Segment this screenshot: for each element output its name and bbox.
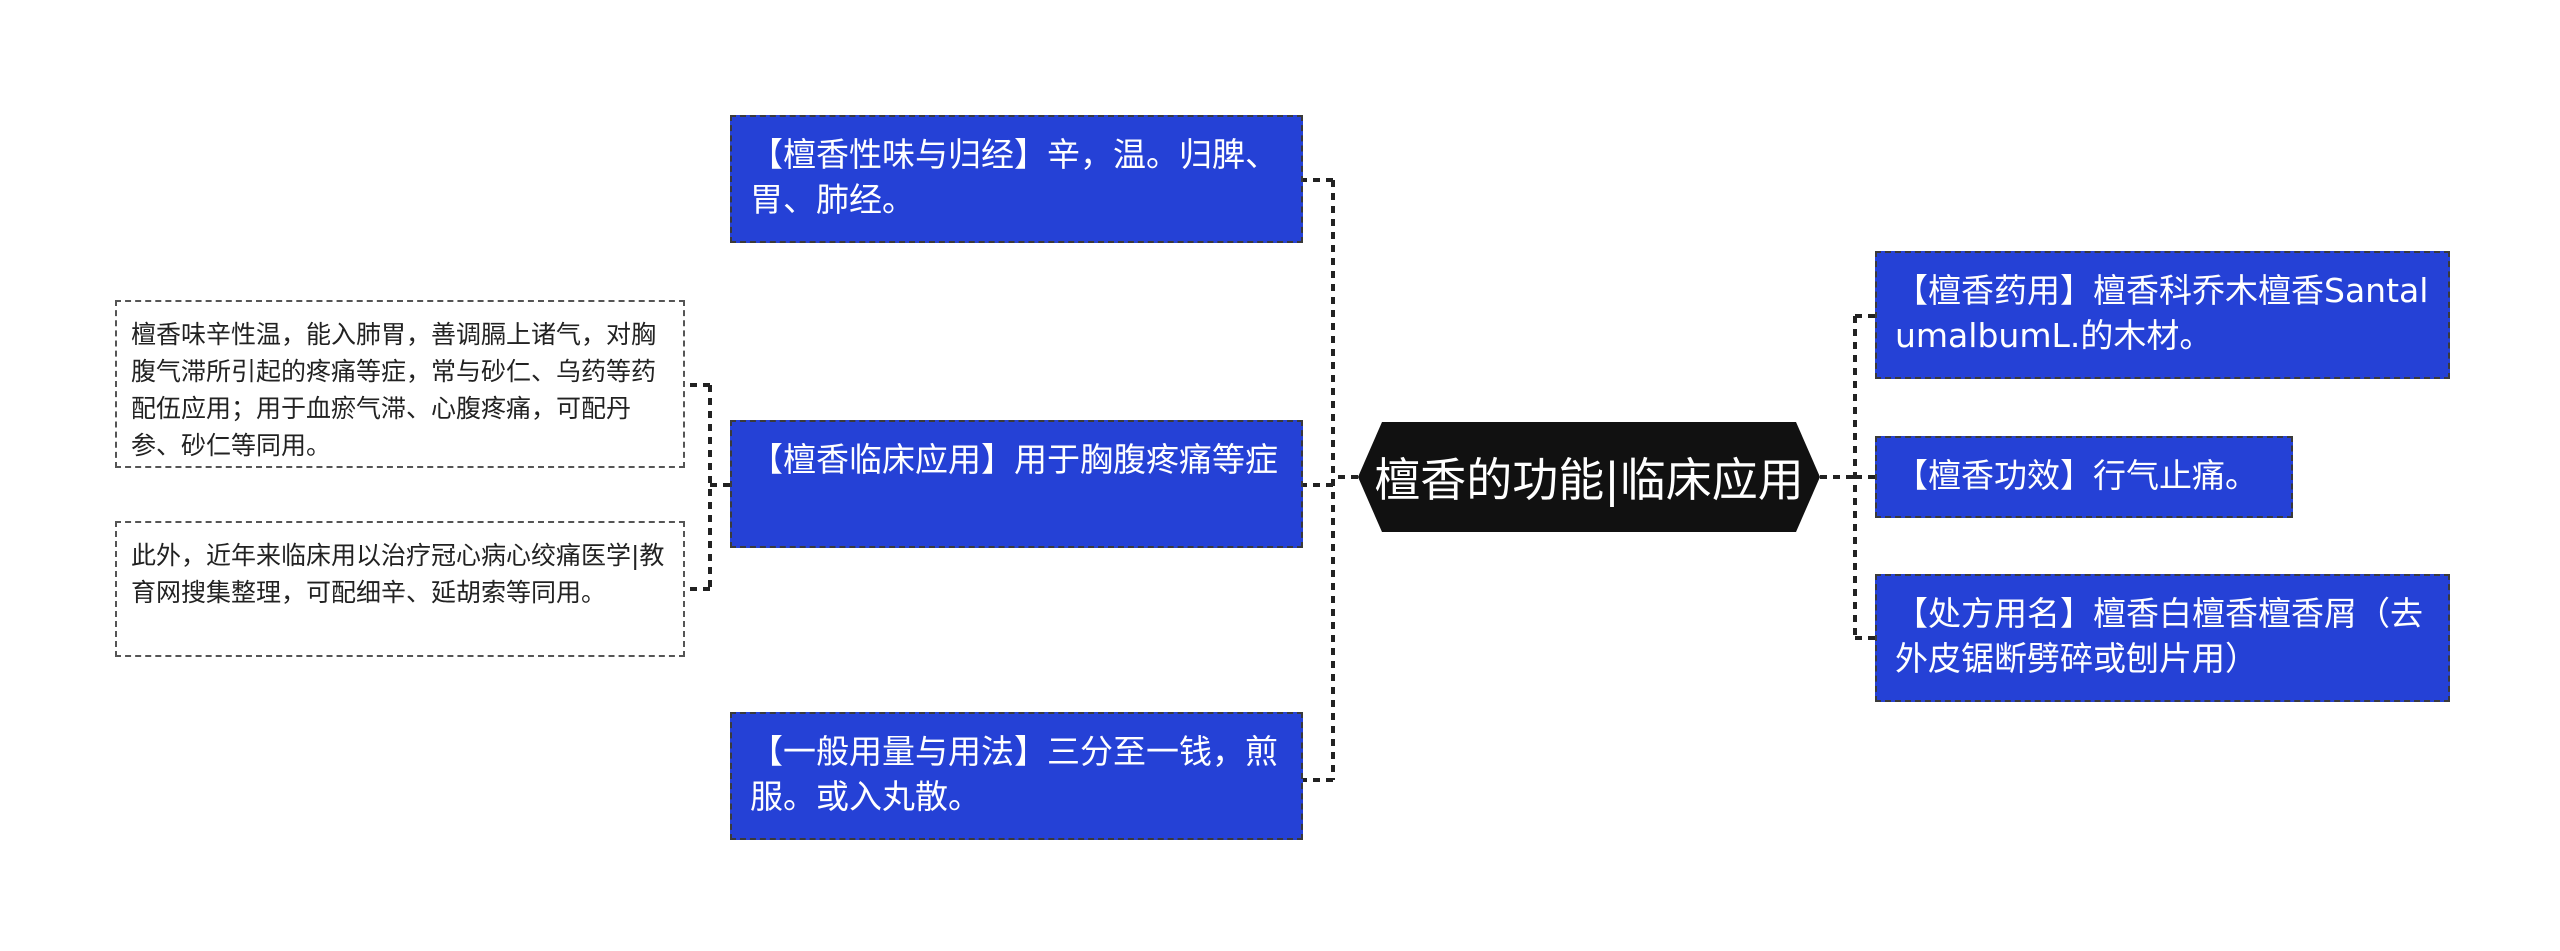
- note-modern-use[interactable]: 此外，近年来临床用以治疗冠心病心绞痛医学|教育网搜集整理，可配细辛、延胡索等同用…: [115, 521, 685, 657]
- central-topic[interactable]: 檀香的功能|临床应用: [1358, 422, 1820, 532]
- node-left-dosage-text: 【一般用量与用法】三分至一钱，煎服。或入丸散。: [750, 732, 1278, 816]
- node-right-efficacy[interactable]: 【檀香功效】行气止痛。: [1875, 436, 2293, 518]
- node-right-efficacy-text: 【檀香功效】行气止痛。: [1895, 456, 2258, 495]
- node-left-dosage[interactable]: 【一般用量与用法】三分至一钱，煎服。或入丸散。: [730, 712, 1303, 840]
- note-clinical-detail-text: 檀香味辛性温，能入肺胃，善调膈上诸气，对胸腹气滞所引起的疼痛等症，常与砂仁、乌药…: [131, 320, 657, 460]
- node-left-clinical-use-text: 【檀香临床应用】用于胸腹疼痛等症: [750, 440, 1278, 479]
- node-left-nature-meridian-text: 【檀香性味与归经】辛，温。归脾、胃、肺经。: [750, 135, 1278, 219]
- node-right-medicinal-part[interactable]: 【檀香药用】檀香科乔木檀香SantalumalbumL.的木材。: [1875, 251, 2450, 379]
- node-left-nature-meridian[interactable]: 【檀香性味与归经】辛，温。归脾、胃、肺经。: [730, 115, 1303, 243]
- note-clinical-detail[interactable]: 檀香味辛性温，能入肺胃，善调膈上诸气，对胸腹气滞所引起的疼痛等症，常与砂仁、乌药…: [115, 300, 685, 468]
- note-modern-use-text: 此外，近年来临床用以治疗冠心病心绞痛医学|教育网搜集整理，可配细辛、延胡索等同用…: [131, 541, 665, 607]
- node-right-medicinal-part-text: 【檀香药用】檀香科乔木檀香SantalumalbumL.的木材。: [1895, 271, 2429, 355]
- node-right-prescription-names[interactable]: 【处方用名】檀香白檀香檀香屑（去外皮锯断劈碎或刨片用）: [1875, 574, 2450, 702]
- node-right-prescription-names-text: 【处方用名】檀香白檀香檀香屑（去外皮锯断劈碎或刨片用）: [1895, 594, 2423, 678]
- node-left-clinical-use[interactable]: 【檀香临床应用】用于胸腹疼痛等症: [730, 420, 1303, 548]
- central-topic-title: 檀香的功能|临床应用: [1374, 453, 1804, 507]
